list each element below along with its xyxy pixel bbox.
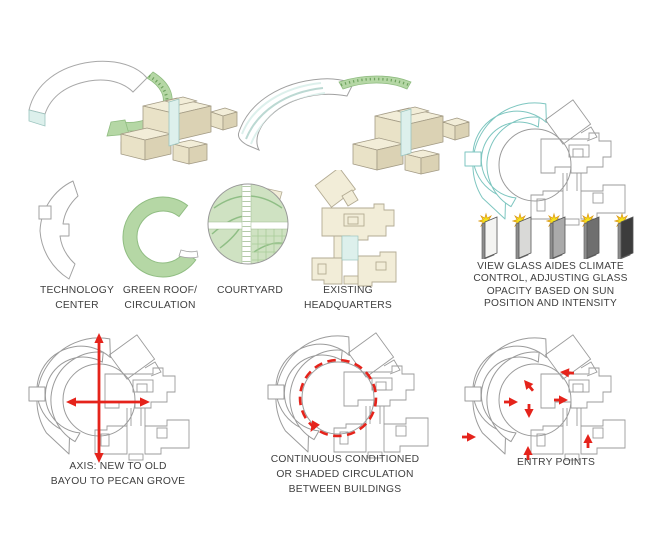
legend-label-green-roof: GREEN ROOF/ CIRCULATION [122,285,198,311]
circulation-diagram [250,328,440,468]
glass-panel [478,213,498,259]
glass-panel [512,213,532,259]
entry-arrows [460,366,594,462]
headquarters-footprint-icon [311,170,397,287]
green-roof-band [338,75,412,90]
railing-ticks [340,77,410,87]
legend-label-technology-center: TECHNOLOGY CENTER [39,285,115,311]
glass-panel [546,213,566,259]
entry-points-diagram [460,330,637,462]
glass-panel [614,213,634,259]
circulation-loop [298,358,378,438]
axonometric-view-2 [237,75,470,175]
axis-diagram [11,333,201,463]
glass-fascia [28,109,46,127]
circulation-caption: CONTINUOUS CONDITIONED OR SHADED CIRCULA… [270,454,420,495]
legend-label-courtyard: COURTYARD [216,285,284,296]
curved-building-shell [237,78,354,151]
existing-building-mass [120,96,238,165]
axonometric-view-1 [28,60,238,165]
glass-panel [580,213,600,259]
axis-arrows [66,333,150,463]
fan-roof [28,60,148,115]
entry-caption: ENTRY POINTS [516,457,596,468]
green-roof-ring-icon [122,196,199,278]
technology-center-plan-icon [38,180,79,280]
axis-caption: AXIS: NEW TO OLD BAYOU TO PECAN GROVE [50,461,186,487]
courtyard-plan-icon [207,183,289,265]
view-glass-caption: VIEW GLASS AIDES CLIMATE CONTROL, ADJUST… [473,261,628,310]
glass-panel-row [478,211,640,259]
legend-label-headquarters: EXISTING HEADQUARTERS [303,285,393,311]
